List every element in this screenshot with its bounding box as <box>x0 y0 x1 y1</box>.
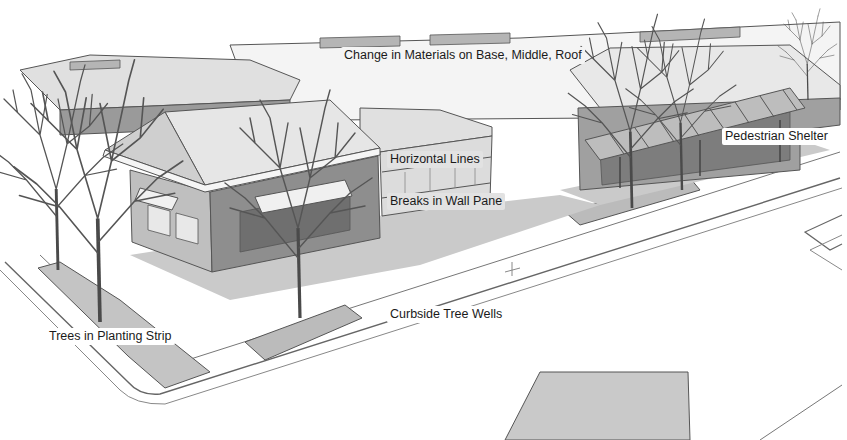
callout-label: Breaks in Wall Pane <box>387 193 505 210</box>
callout-label: Pedestrian Shelter <box>722 128 831 145</box>
callout-label: Curbside Tree Wells <box>387 306 505 323</box>
callout-label: Change in Materials on Base, Middle, Roo… <box>341 47 585 64</box>
callout-label: Trees in Planting Strip <box>46 328 175 345</box>
callout-label: Horizontal Lines <box>387 151 483 168</box>
